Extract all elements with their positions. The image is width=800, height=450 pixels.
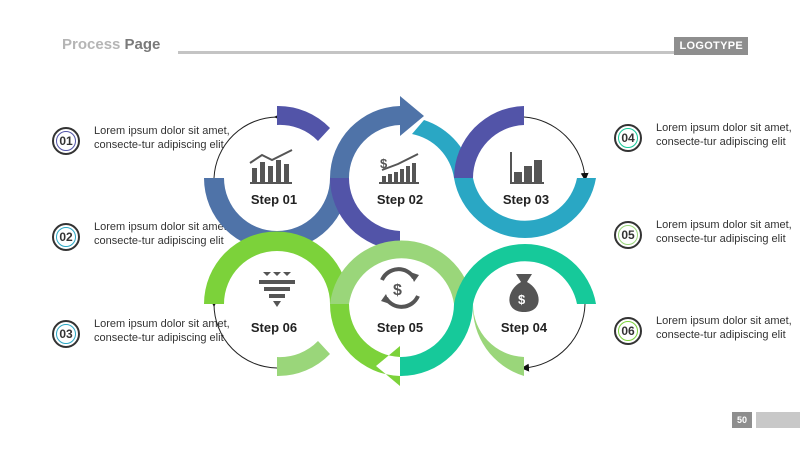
funnel-icon <box>259 272 295 307</box>
page-title-strong: Page <box>124 36 161 53</box>
page-title: Process Page <box>62 36 161 53</box>
list-item-06: 06 Lorem ipsum dolor sit amet, consecte-… <box>614 314 800 364</box>
connector-arc <box>521 303 586 372</box>
header-divider <box>178 51 734 54</box>
step-06-label: Step 06 <box>251 320 297 335</box>
list-item-03: 03 Lorem ipsum dolor sit amet, consecte-… <box>52 317 252 367</box>
connector-arc <box>523 116 589 181</box>
list-item-02: 02 Lorem ipsum dolor sit amet, consecte-… <box>52 220 252 270</box>
money-bag-icon: $ <box>509 274 539 312</box>
connector-arc <box>209 298 278 369</box>
item-description: Lorem ipsum dolor sit amet, consecte-tur… <box>656 315 792 341</box>
dollar-cycle-icon: $ <box>380 267 420 309</box>
step-04-label: Step 04 <box>501 320 548 335</box>
number-badge: 06 <box>614 317 642 345</box>
step-01-arc <box>204 178 349 251</box>
footer-bar <box>756 412 800 428</box>
item-description: Lorem ipsum dolor sit amet, consecte-tur… <box>94 318 230 344</box>
bar-chart-trend-icon <box>249 149 293 184</box>
number-badge: 02 <box>52 223 80 251</box>
header: Process Page LOGOTYPE <box>62 36 748 58</box>
svg-text:$: $ <box>380 156 388 171</box>
step-02-arc-bottom <box>329 178 400 250</box>
step-04-arc-bottom <box>454 304 524 376</box>
logotype: LOGOTYPE <box>674 37 748 55</box>
list-item-01: 01 Lorem ipsum dolor sit amet, consecte-… <box>52 124 252 174</box>
step-05-label: Step 05 <box>377 320 423 335</box>
number-badge: 05 <box>614 221 642 249</box>
step-01-cap <box>277 105 330 141</box>
svg-text:$: $ <box>393 282 402 299</box>
number-badge: 01 <box>52 127 80 155</box>
connector-arc <box>213 112 283 179</box>
step-03-label: Step 03 <box>503 192 549 207</box>
step-04-arc <box>454 243 596 304</box>
item-description: Lorem ipsum dolor sit amet, consecte-tur… <box>94 125 230 151</box>
item-description: Lorem ipsum dolor sit amet, consecte-tur… <box>656 122 792 148</box>
svg-text:$: $ <box>518 292 526 307</box>
page-number: 50 <box>732 412 752 428</box>
step-03-arc-bottom <box>454 178 596 239</box>
number-badge: 04 <box>614 124 642 152</box>
number-badge: 03 <box>52 320 80 348</box>
list-item-05: 05 Lorem ipsum dolor sit amet, consecte-… <box>614 218 800 268</box>
item-description: Lorem ipsum dolor sit amet, consecte-tur… <box>94 221 230 247</box>
step-05-arc-bottom <box>329 304 400 386</box>
list-item-04: 04 Lorem ipsum dolor sit amet, consecte-… <box>614 121 800 171</box>
step-01-label: Step 01 <box>251 192 297 207</box>
step-06-arc-bottom <box>277 341 330 377</box>
step-02-label: Step 02 <box>377 192 423 207</box>
dollar-growth-chart-icon: $ <box>379 153 419 184</box>
step-06-arc <box>204 231 349 304</box>
step-05-arc-right <box>400 304 473 377</box>
step-02-arc <box>330 96 424 178</box>
bar-chart-icon <box>510 152 544 184</box>
step-03-arc <box>454 106 524 178</box>
step-05-arc <box>330 240 473 304</box>
item-description: Lorem ipsum dolor sit amet, consecte-tur… <box>656 219 792 245</box>
